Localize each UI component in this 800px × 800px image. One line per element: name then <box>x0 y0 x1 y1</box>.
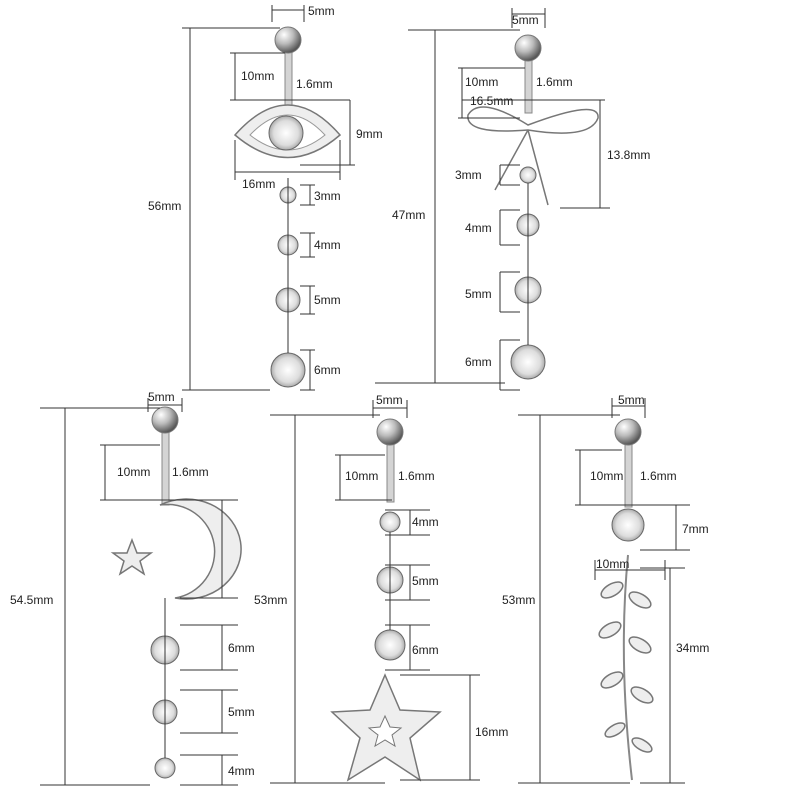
gem-size-label: 3mm <box>455 168 482 182</box>
gem-size-label: 6mm <box>465 355 492 369</box>
gauge-label: 1.6mm <box>398 469 435 483</box>
gem-size-label: 5mm <box>465 287 492 301</box>
gauge-label: 1.6mm <box>536 75 573 89</box>
gauge-label: 1.6mm <box>640 469 677 483</box>
gem-size-label: 5mm <box>412 574 439 588</box>
gem-size-label: 4mm <box>314 238 341 252</box>
total-length-label: 56mm <box>148 199 181 213</box>
total-length-label: 47mm <box>392 208 425 222</box>
charm-width-label: 16mm <box>242 177 275 191</box>
ball-size-label: 5mm <box>618 393 645 407</box>
charm-width-label: 16.5mm <box>470 94 513 108</box>
star-icon <box>110 537 154 576</box>
gem-size-label: 7mm <box>682 522 709 536</box>
gem-size-label: 4mm <box>465 221 492 235</box>
ball-icon <box>274 26 302 54</box>
ball-icon <box>514 34 542 62</box>
charm-width-label: 10mm <box>596 557 629 571</box>
item-bow: 5mm 10mm 1.6mm 16.5mm 13.8mm 3mm 4mm 5mm… <box>375 8 650 391</box>
ball-size-label: 5mm <box>148 390 175 404</box>
total-length-label: 54.5mm <box>10 593 53 607</box>
gem-size-label: 4mm <box>412 515 439 529</box>
charm-height-label: 13.8mm <box>607 148 650 162</box>
gem-size-label: 6mm <box>228 641 255 655</box>
item-leaf: 5mm 10mm 1.6mm 7mm 10mm 34mm 53mm <box>502 393 709 784</box>
item-star: 5mm 10mm 1.6mm 4mm 5mm 6mm 16mm 53mm <box>254 393 508 784</box>
gauge-label: 1.6mm <box>296 77 333 91</box>
bow-charm-icon <box>467 106 599 206</box>
item-moon: 5mm 10mm 1.6mm 6mm 5mm 4mm 54.5mm <box>10 390 255 786</box>
bar-length-label: 10mm <box>590 469 623 483</box>
total-length-label: 53mm <box>502 593 535 607</box>
bar-length-label: 10mm <box>241 69 274 83</box>
gem-size-label: 4mm <box>228 764 255 778</box>
leaf-branch-icon <box>598 554 654 781</box>
charm-height-label: 34mm <box>676 641 709 655</box>
item-eye: 5mm 10mm 1.6mm 9mm 16mm 3mm 4mm 5mm 6mm … <box>148 4 383 391</box>
gem-size-label: 5mm <box>314 293 341 307</box>
ball-icon <box>151 406 179 434</box>
bar-length-label: 10mm <box>117 465 150 479</box>
ball-icon <box>376 418 404 446</box>
charm-height-label: 9mm <box>356 127 383 141</box>
gauge-label: 1.6mm <box>172 465 209 479</box>
bar-length-label: 10mm <box>345 469 378 483</box>
gem-size-label: 6mm <box>412 643 439 657</box>
gem-size-label: 5mm <box>228 705 255 719</box>
moon-charm-icon <box>159 498 242 600</box>
gem-size-label: 6mm <box>314 363 341 377</box>
total-length-label: 53mm <box>254 593 287 607</box>
charm-height-label: 16mm <box>475 725 508 739</box>
gem-size-label: 3mm <box>314 189 341 203</box>
ball-size-label: 5mm <box>376 393 403 407</box>
ball-icon <box>614 418 642 446</box>
ball-size-label: 5mm <box>308 4 335 18</box>
ball-size-label: 5mm <box>512 13 539 27</box>
bar-length-label: 10mm <box>465 75 498 89</box>
